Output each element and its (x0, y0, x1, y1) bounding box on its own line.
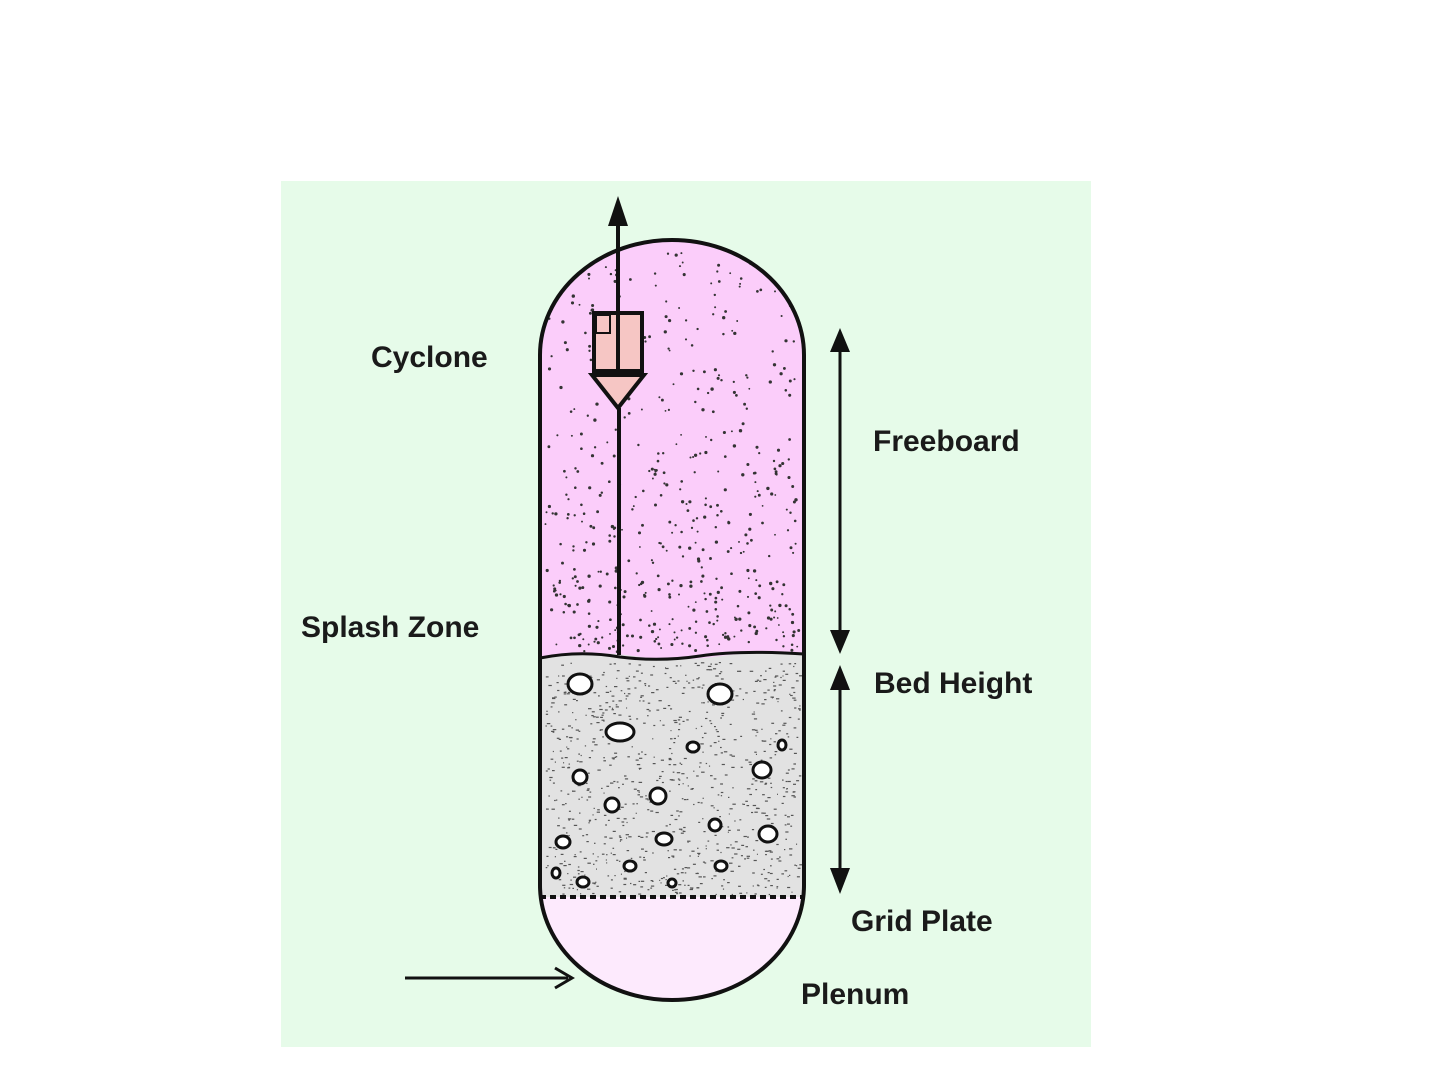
bubble (687, 742, 699, 752)
freeboard-dimension-arrow (830, 328, 850, 654)
bed-height-dimension-arrow (830, 665, 850, 894)
bubble (715, 861, 727, 871)
bubble (624, 861, 636, 871)
bubble (708, 684, 732, 704)
bubble (606, 723, 634, 741)
bed-height-label: Bed Height (874, 667, 1032, 700)
bubble (605, 798, 619, 812)
bubble (556, 836, 570, 848)
freeboard-label: Freeboard (873, 425, 1020, 458)
splash-zone-label: Splash Zone (301, 611, 479, 644)
grid-plate-label: Grid Plate (851, 905, 993, 938)
bubble (753, 762, 771, 778)
bubble (552, 868, 560, 878)
bubble (656, 833, 672, 845)
gas-inlet-arrow (405, 968, 572, 988)
plenum-label: Plenum (801, 978, 909, 1011)
bubble (573, 770, 587, 784)
bubble (568, 674, 592, 694)
bubble (709, 819, 721, 831)
bubble (650, 788, 666, 804)
bubble (759, 826, 777, 842)
bubble (577, 877, 589, 887)
bubble (778, 740, 786, 750)
bubble (668, 879, 676, 887)
cyclone-label: Cyclone (371, 341, 488, 374)
gas-outlet-arrowhead (608, 196, 628, 226)
freeboard-region (530, 230, 815, 660)
